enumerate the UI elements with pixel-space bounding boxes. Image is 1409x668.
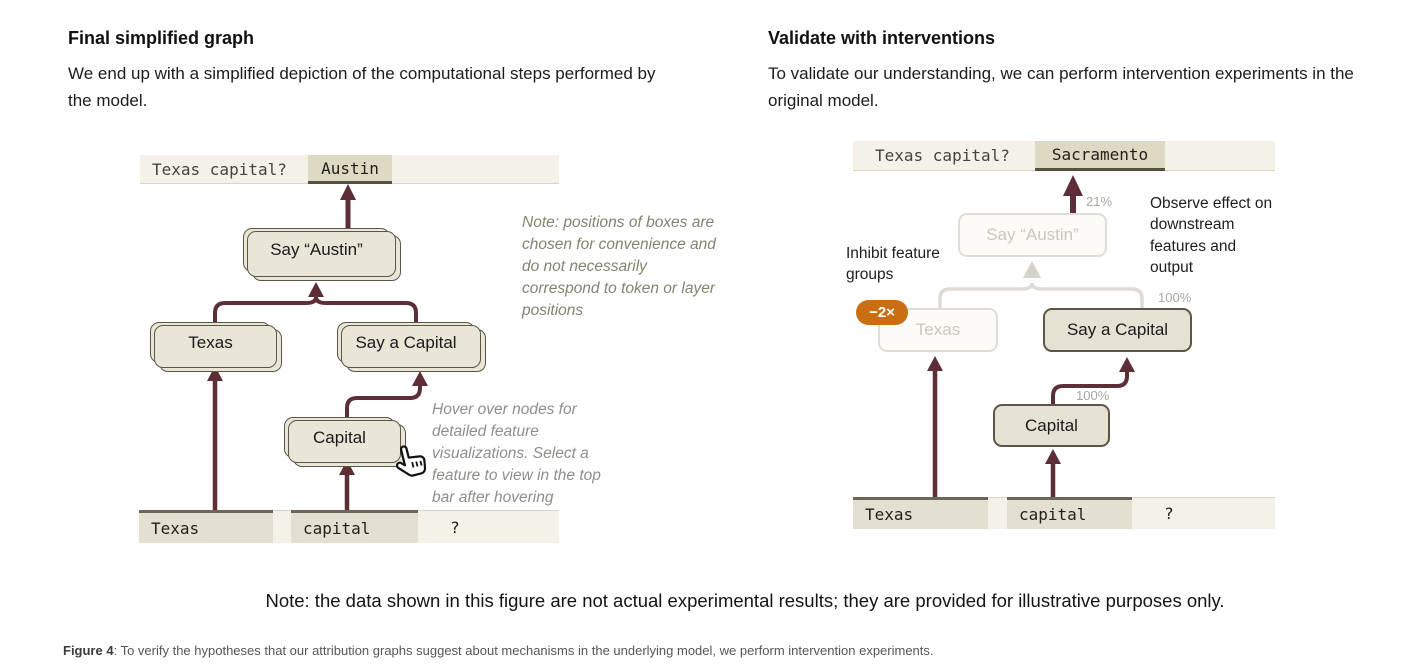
inhibit-groups-label: Inhibit feature groups <box>846 245 940 284</box>
right-faded-wires <box>938 282 1144 309</box>
node-say-austin-inhibited[interactable]: Say “Austin” <box>958 213 1107 257</box>
figure-caption-text: : To verify the hypotheses that our attr… <box>113 643 934 658</box>
note-hover-instructions: Hover over nodes for detailed feature vi… <box>432 401 601 506</box>
right-prompt-text: Texas capital? <box>875 146 1010 165</box>
inhibition-strength-badge: −2× <box>856 300 908 325</box>
left-panel-description: We end up with a simplified depiction of… <box>68 64 656 111</box>
node-say-a-capital[interactable]: Say a Capital <box>337 322 475 363</box>
left-prompt-bar: Texas capital? Austin <box>140 155 559 184</box>
node-capital[interactable]: Capital <box>284 417 395 458</box>
node-say-a-capital-active[interactable]: Say a Capital <box>1043 308 1192 352</box>
right-panel-heading: Validate with interventions <box>768 28 996 48</box>
observe-effect-label: Observe effect on downstream features an… <box>1150 195 1273 277</box>
left-y-left <box>213 296 318 323</box>
right-wires <box>932 193 1129 497</box>
left-y-right <box>314 296 418 323</box>
pct-say-a-capital: 100% <box>1158 290 1192 305</box>
right-output-token: Sacramento <box>1035 141 1165 171</box>
left-prompt-text: Texas capital? <box>152 159 287 179</box>
left-input-bar: Texas capital ? <box>139 510 559 543</box>
right-panel-description: To validate our understanding, we can pe… <box>768 64 1354 111</box>
pct-capital: 100% <box>1076 388 1110 403</box>
pct-output: 21% <box>1086 194 1113 209</box>
left-input-token-texas: Texas <box>139 510 273 543</box>
right-faded-arrowhead <box>1023 261 1041 278</box>
left-arrowheads <box>207 184 428 475</box>
hand-pointer-cursor-icon <box>395 445 427 477</box>
right-input-bar: Texas capital ? <box>853 497 1275 529</box>
left-input-token-capital: capital <box>291 510 418 543</box>
right-y-right <box>1030 282 1144 309</box>
left-capital-curve <box>345 384 422 417</box>
node-say-austin[interactable]: Say “Austin” <box>243 228 390 272</box>
right-y-left <box>938 282 1034 309</box>
figure-caption-label: Figure 4 <box>63 643 114 658</box>
figure-caption: Figure 4: To verify the hypotheses that … <box>63 643 1313 658</box>
note-box-positions: Note: positions of boxes are chosen for … <box>522 214 716 319</box>
right-input-token-question: ? <box>1164 504 1174 523</box>
node-texas[interactable]: Texas <box>150 322 271 363</box>
right-arrowheads <box>927 175 1135 464</box>
right-prompt-bar: Texas capital? Sacramento <box>853 141 1275 171</box>
right-input-token-texas: Texas <box>853 497 988 529</box>
left-panel-heading: Final simplified graph <box>68 28 255 48</box>
left-output-token: Austin <box>308 155 392 184</box>
right-input-token-capital: capital <box>1007 497 1132 529</box>
left-wires <box>212 197 422 510</box>
right-capital-curve <box>1051 371 1129 404</box>
left-input-token-question: ? <box>450 517 460 537</box>
illustrative-data-note: Note: the data shown in this figure are … <box>265 590 1225 611</box>
node-capital-active[interactable]: Capital <box>993 404 1110 447</box>
